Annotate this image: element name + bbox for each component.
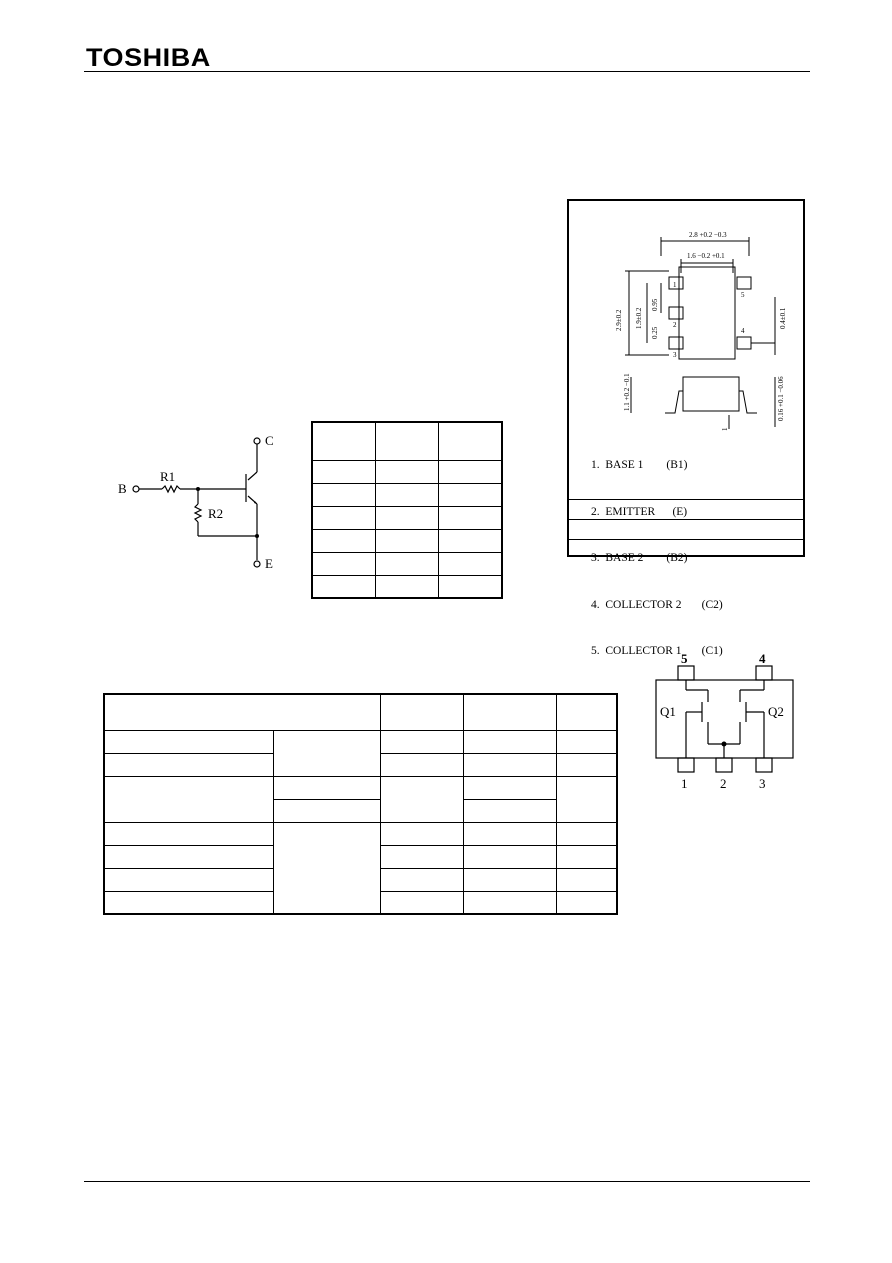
footer-rule	[84, 1181, 810, 1182]
r1-label: R1	[160, 469, 175, 484]
package-drawing: 2.8 +0.2 −0.3 1.6 −0.2 +0.1 2.9±0.2 1.9±…	[615, 231, 787, 431]
pin-assignment-list: 1. BASE 1 (B1) 2. EMITTER (E) 3. BASE 2 …	[591, 427, 723, 691]
collector-label: C	[265, 433, 274, 448]
svg-text:1.1 +0.2 −0.1: 1.1 +0.2 −0.1	[623, 373, 631, 411]
q1-label: Q1	[660, 704, 676, 719]
svg-text:0.4±0.1: 0.4±0.1	[779, 307, 787, 329]
svg-text:0 ~ 0.1: 0 ~ 0.1	[721, 427, 729, 431]
package-outline-box: 2.8 +0.2 −0.3 1.6 −0.2 +0.1 2.9±0.2 1.9±…	[567, 199, 805, 657]
svg-text:2.9±0.2: 2.9±0.2	[615, 309, 623, 331]
svg-text:2.8 +0.2 −0.3: 2.8 +0.2 −0.3	[689, 231, 727, 239]
pin-4-number: 4	[759, 651, 766, 666]
pin-diagram: 5 4 1 2 3 Q1 Q2	[655, 651, 794, 791]
svg-text:5: 5	[741, 291, 745, 299]
svg-text:0.25: 0.25	[651, 326, 659, 339]
svg-text:1.9±0.2: 1.9±0.2	[635, 307, 643, 329]
equivalent-circuit: C B E R1 R2	[118, 433, 274, 571]
pin-5-label: 5. COLLECTOR 1 (C1)	[591, 645, 723, 657]
emitter-label: E	[265, 556, 273, 571]
package-footer-line-2	[569, 519, 803, 520]
pin-1-label: 1. BASE 1 (B1)	[591, 459, 688, 471]
header-rule	[84, 71, 810, 72]
ratings-table	[103, 693, 618, 915]
svg-text:0.95: 0.95	[651, 298, 659, 311]
svg-text:0.16 +0.1 −0.06: 0.16 +0.1 −0.06	[777, 376, 785, 421]
svg-text:1.6 −0.2 +0.1: 1.6 −0.2 +0.1	[687, 252, 725, 260]
pin-3-number: 3	[759, 776, 766, 791]
svg-text:2: 2	[673, 321, 677, 329]
pin-3-label: 3. BASE 2 (B2)	[591, 552, 688, 564]
svg-text:4: 4	[741, 327, 745, 335]
q2-label: Q2	[768, 704, 784, 719]
svg-text:1: 1	[673, 281, 677, 289]
package-footer-line-3	[569, 539, 803, 540]
r2-label: R2	[208, 506, 223, 521]
package-footer-line-1	[569, 499, 803, 500]
pin-5-number: 5	[681, 651, 688, 666]
pin-2-label: 2. EMITTER (E)	[591, 505, 688, 518]
pin-1-number: 1	[681, 776, 688, 791]
svg-text:3: 3	[673, 351, 677, 359]
toshiba-logo: TOSHIBA	[86, 44, 211, 72]
pin-2-number: 2	[720, 776, 727, 791]
pin-4-label: 4. COLLECTOR 2 (C2)	[591, 598, 723, 611]
base-label: B	[118, 481, 127, 496]
resistor-table	[311, 421, 503, 599]
